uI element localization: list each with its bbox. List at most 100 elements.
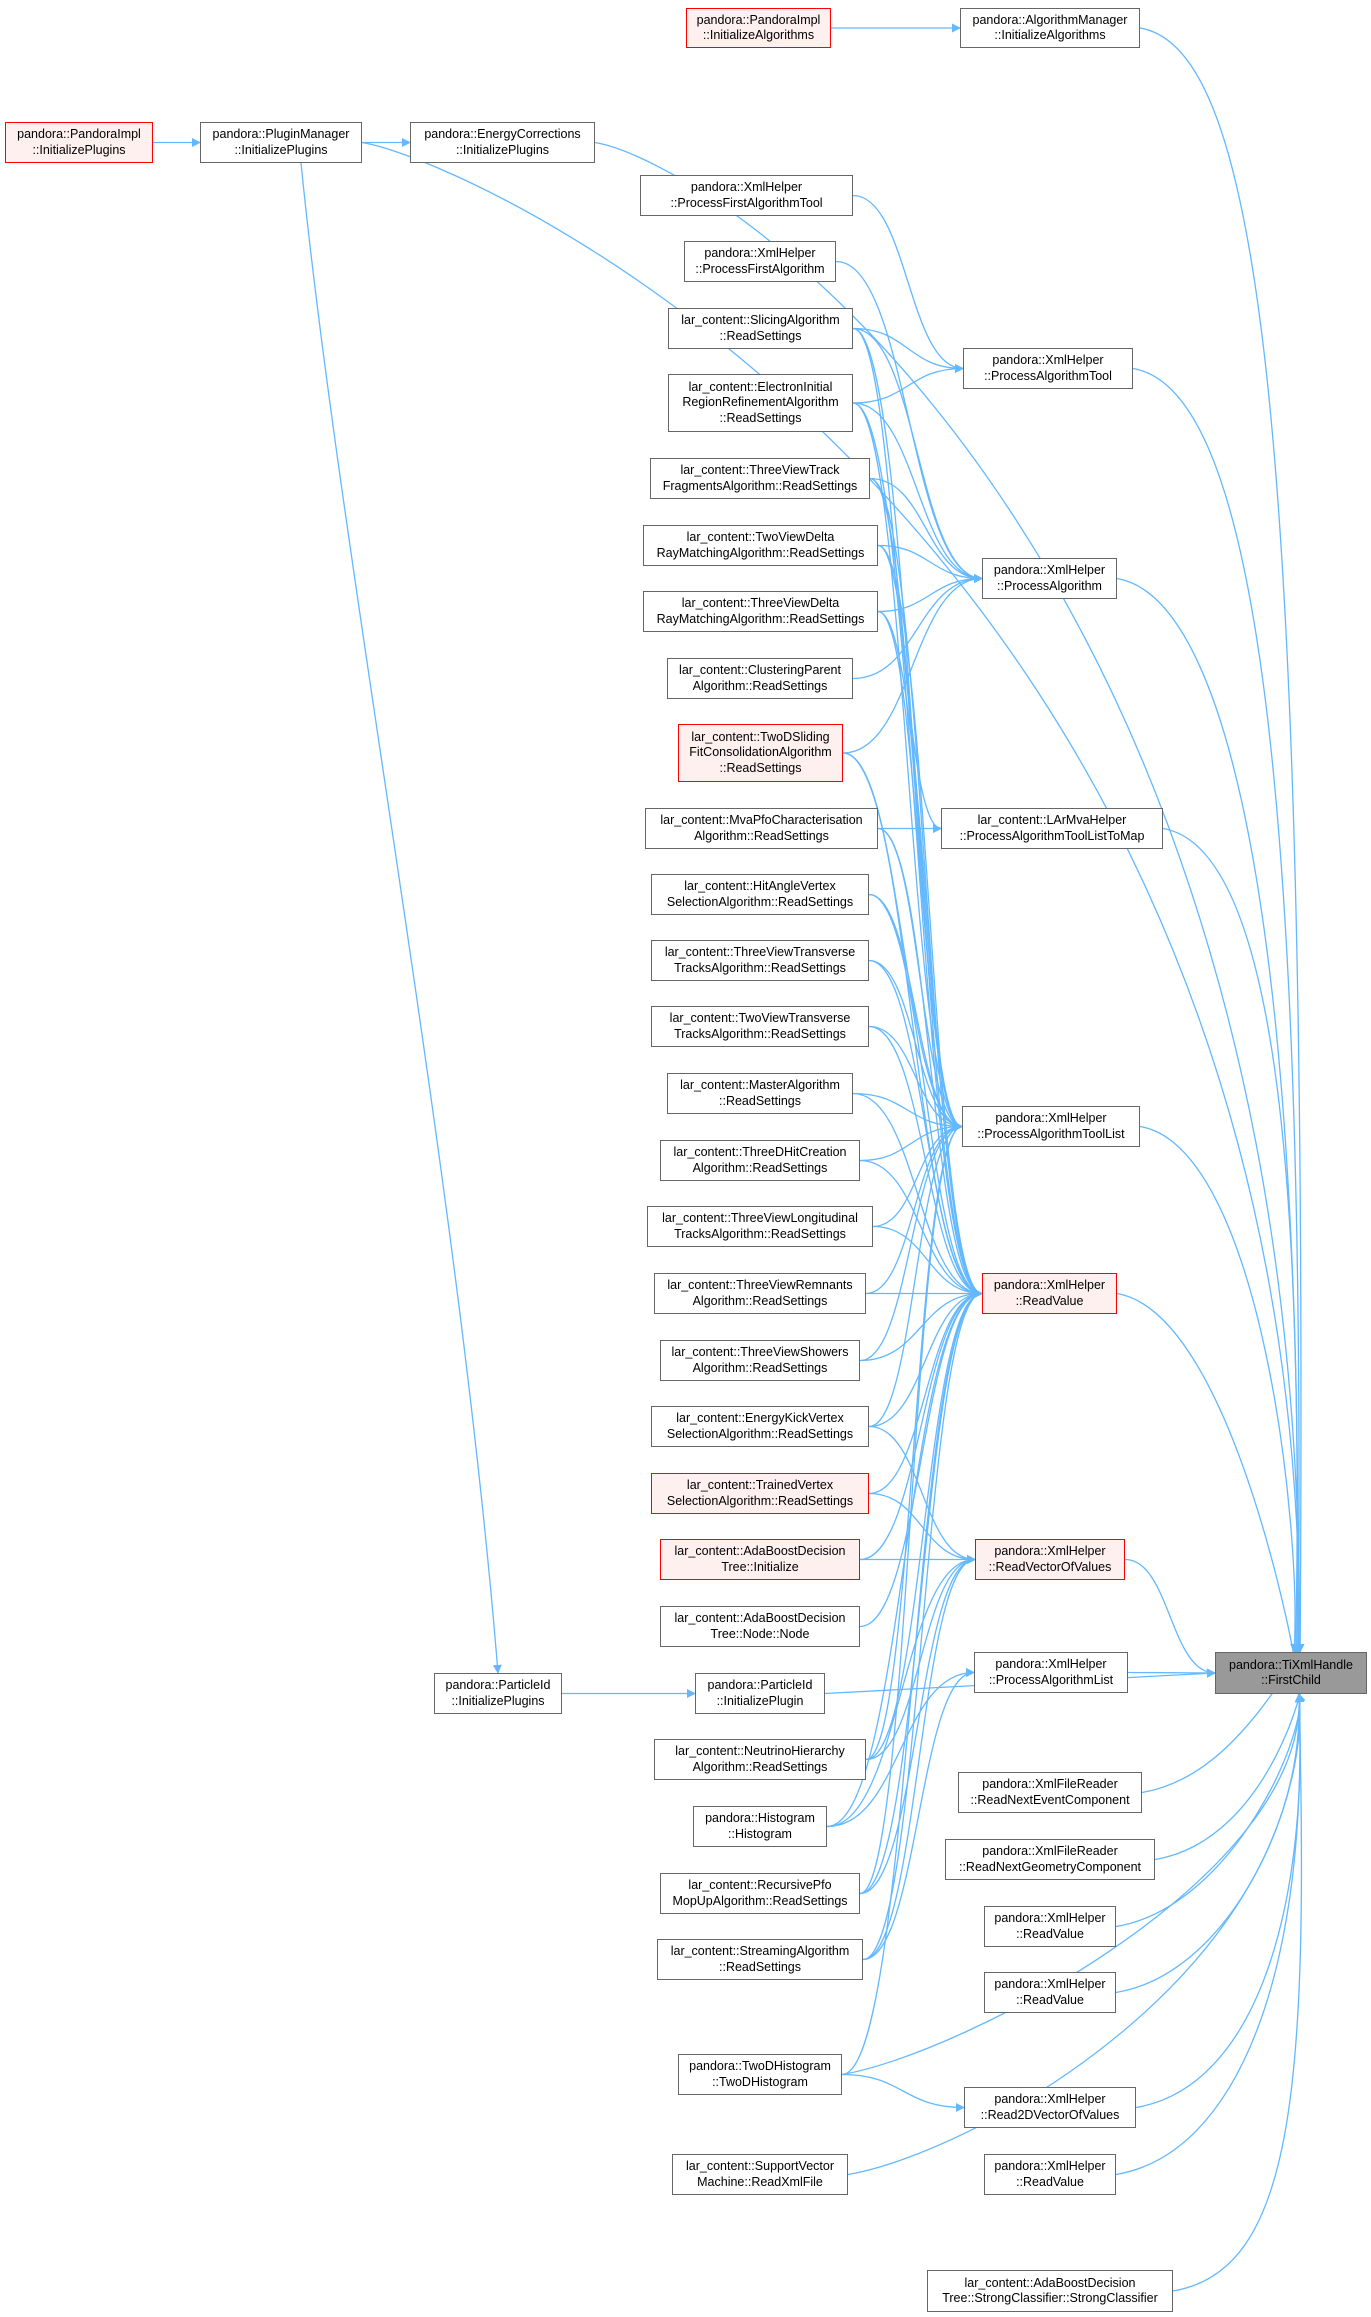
node-label-line: FragmentsAlgorithm::ReadSettings: [662, 478, 858, 493]
graph-node[interactable]: pandora::XmlHelper::ReadVectorOfValues: [975, 1539, 1125, 1580]
edge-arrow: [877, 610, 983, 1298]
graph-node[interactable]: pandora::XmlHelper::ProcessAlgorithmTool: [963, 348, 1133, 389]
edge-arrow: [1124, 1558, 1216, 1678]
node-label-line: lar_content::LArMvaHelper: [977, 813, 1127, 827]
node-label-line: lar_content::TrainedVertex: [686, 1478, 834, 1492]
graph-node[interactable]: pandora::XmlHelper::ReadValue: [984, 2154, 1116, 2195]
graph-node[interactable]: pandora::XmlFileReader::ReadNextEventCom…: [958, 1772, 1142, 1813]
edge-arrow: [300, 162, 502, 1674]
node-label-line: ::InitializePlugins: [451, 1693, 545, 1708]
node-label-line: SelectionAlgorithm::ReadSettings: [666, 1493, 854, 1508]
node-label-line: pandora::ParticleId: [707, 1678, 813, 1692]
node-label-line: Machine::ReadXmlFile: [697, 2174, 823, 2189]
graph-node[interactable]: pandora::XmlHelper::ProcessFirstAlgorith…: [684, 241, 836, 282]
node-label-line: pandora::XmlHelper: [995, 1657, 1107, 1671]
graph-node[interactable]: lar_content::MasterAlgorithm::ReadSettin…: [667, 1073, 853, 1114]
node-label-line: lar_content::AdaBoostDecision: [674, 1611, 846, 1625]
graph-node[interactable]: pandora::XmlHelper::Read2DVectorOfValues: [964, 2087, 1136, 2128]
edge-arrow: [872, 1122, 963, 1228]
edge-arrow: [859, 1555, 976, 1895]
edge-arrow: [868, 1289, 983, 1495]
edge-arrow: [859, 1122, 963, 1162]
edge-arrow: [841, 1289, 983, 2076]
edge-arrow: [852, 402, 983, 1298]
node-label-line: MopUpAlgorithm::ReadSettings: [672, 1893, 848, 1908]
graph-node[interactable]: pandora::PandoraImpl::InitializePlugins: [5, 122, 153, 163]
graph-node[interactable]: pandora::XmlHelper::ReadValue: [984, 1906, 1116, 1947]
node-label-line: lar_content::SupportVector: [685, 2159, 834, 2173]
edge-arrow: [868, 1025, 983, 1298]
node-label-line: Algorithm::ReadSettings: [692, 1293, 828, 1308]
node-label-line: ::ProcessAlgorithmTool: [984, 368, 1112, 383]
edge-arrow: [1116, 1292, 1300, 1661]
edge-arrow: [852, 402, 983, 583]
node-label-line: Algorithm::ReadSettings: [694, 828, 829, 843]
node-label-line: pandora::Histogram: [705, 1811, 815, 1825]
edge-arrow: [1139, 27, 1305, 1653]
node-label-line: ::ProcessAlgorithm: [997, 578, 1102, 593]
graph-node[interactable]: pandora::XmlFileReader::ReadNextGeometry…: [945, 1839, 1155, 1880]
node-label-line: ::Histogram: [728, 1826, 792, 1841]
graph-node[interactable]: lar_content::StreamingAlgorithm::ReadSet…: [657, 1939, 863, 1980]
node-label-line: TracksAlgorithm::ReadSettings: [674, 1226, 846, 1241]
graph-node[interactable]: pandora::XmlHelper::ProcessFirstAlgorith…: [640, 175, 853, 216]
graph-node[interactable]: pandora::PandoraImpl::InitializeAlgorith…: [686, 8, 831, 48]
graph-node[interactable]: pandora::PluginManager::InitializePlugin…: [200, 122, 362, 163]
root-node[interactable]: pandora::TiXmlHandle::FirstChild: [1215, 1652, 1367, 1694]
node-label-line: lar_content::ThreeViewLongitudinal: [662, 1211, 858, 1225]
graph-node[interactable]: lar_content::LArMvaHelper::ProcessAlgori…: [941, 808, 1163, 849]
edge-arrow: [852, 574, 983, 680]
node-label-line: ::InitializePlugin: [716, 1693, 804, 1708]
graph-node[interactable]: pandora::AlgorithmManager::InitializeAlg…: [960, 8, 1140, 48]
edge-arrow: [862, 1555, 976, 1961]
node-label-line: ::ReadSettings: [719, 1093, 801, 1108]
graph-node[interactable]: pandora::EnergyCorrections::InitializePl…: [410, 122, 595, 163]
graph-node[interactable]: pandora::Histogram::Histogram: [693, 1806, 827, 1847]
graph-node[interactable]: pandora::XmlHelper::ProcessAlgorithmList: [974, 1652, 1128, 1693]
node-label-line: pandora::XmlHelper: [690, 180, 803, 194]
node-label-line: pandora::XmlHelper: [994, 2092, 1106, 2106]
node-label-line: pandora::EnergyCorrections: [424, 127, 581, 141]
graph-node[interactable]: pandora::XmlHelper::ProcessAlgorithm: [982, 558, 1117, 599]
edge-arrow: [859, 1289, 983, 1561]
graph-node[interactable]: pandora::XmlHelper::ReadValue: [984, 1972, 1116, 2013]
edge-arrow: [877, 610, 963, 1131]
node-label-line: pandora::XmlHelper: [994, 1544, 1106, 1558]
graph-node[interactable]: lar_content::SlicingAlgorithm::ReadSetti…: [668, 308, 853, 349]
node-label-line: pandora::XmlHelper: [994, 1911, 1106, 1925]
edge-arrow: [1115, 1693, 1304, 2176]
node-label-line: pandora::XmlFileReader: [982, 1844, 1118, 1858]
node-label-line: ::InitializeAlgorithms: [994, 28, 1106, 42]
graph-node[interactable]: pandora::TwoDHistogram::TwoDHistogram: [678, 2054, 842, 2095]
node-label-line: lar_content::ThreeViewTransverse: [664, 945, 856, 959]
graph-node[interactable]: pandora::XmlHelper::ProcessAlgorithmTool…: [962, 1106, 1140, 1147]
edge-arrow: [852, 327, 983, 583]
graph-node[interactable]: pandora::ParticleId::InitializePlugins: [434, 1673, 562, 1714]
edge-arrow: [852, 327, 983, 1298]
graph-node[interactable]: pandora::XmlHelper::ReadValue: [982, 1273, 1117, 1314]
node-label-line: ::ProcessFirstAlgorithm: [695, 261, 825, 276]
graph-node[interactable]: pandora::ParticleId::InitializePlugin: [695, 1673, 825, 1714]
